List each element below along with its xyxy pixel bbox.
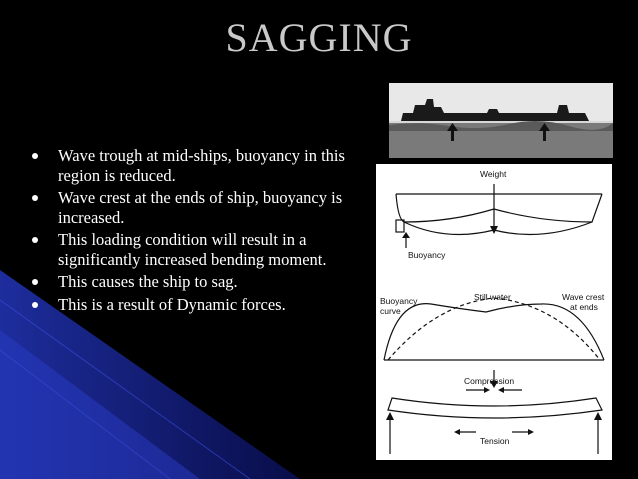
buoyancy-curve-label-2: curve (380, 306, 401, 316)
ship-photo (389, 83, 613, 158)
bullet-text: Wave crest at the ends of ship, buoyancy… (58, 188, 343, 227)
buoyancy-label: Buoyancy (408, 250, 446, 260)
weight-label: Weight (480, 169, 507, 179)
bullet-item: This is a result of Dynamic forces. (22, 295, 362, 315)
hull-upper (395, 193, 603, 223)
bullet-item: This causes the ship to sag. (22, 272, 362, 292)
hull-lower (403, 221, 593, 236)
bullet-dot-icon (32, 153, 38, 159)
bullet-item: Wave trough at mid-ships, buoyancy in th… (22, 146, 362, 185)
sagging-diagram: Weight Buoyancy Buoyancy curve Still wat… (376, 164, 612, 460)
bullet-dot-icon (32, 301, 38, 308)
compression-label: Compression (464, 376, 514, 386)
slide-title: SAGGING (225, 15, 413, 60)
still-water-curve (387, 297, 601, 361)
bullet-text: This causes the ship to sag. (58, 272, 238, 291)
tension-label: Tension (480, 436, 510, 446)
wave-buoyancy-curve (383, 303, 605, 361)
buoyancy-curve-label: Buoyancy (380, 296, 418, 306)
bullet-item: Wave crest at the ends of ship, buoyancy… (22, 188, 362, 227)
bullet-dot-icon (32, 279, 38, 285)
sagging-beam (387, 397, 603, 419)
bullet-text: This loading condition will result in a … (58, 230, 327, 269)
wave-crest-label: Wave crest (562, 292, 605, 302)
bullet-dot-icon (32, 195, 38, 201)
rudder (395, 219, 405, 233)
bullet-item: This loading condition will result in a … (22, 230, 362, 269)
bullet-text: This is a result of Dynamic forces. (58, 294, 286, 314)
wave-crest-label-2: at ends (570, 302, 598, 312)
still-water-label: Still water (474, 292, 511, 302)
bullet-dot-icon (32, 237, 38, 243)
bullet-list: Wave trough at mid-ships, buoyancy in th… (22, 146, 362, 317)
bullet-text: Wave trough at mid-ships, buoyancy in th… (58, 146, 345, 185)
